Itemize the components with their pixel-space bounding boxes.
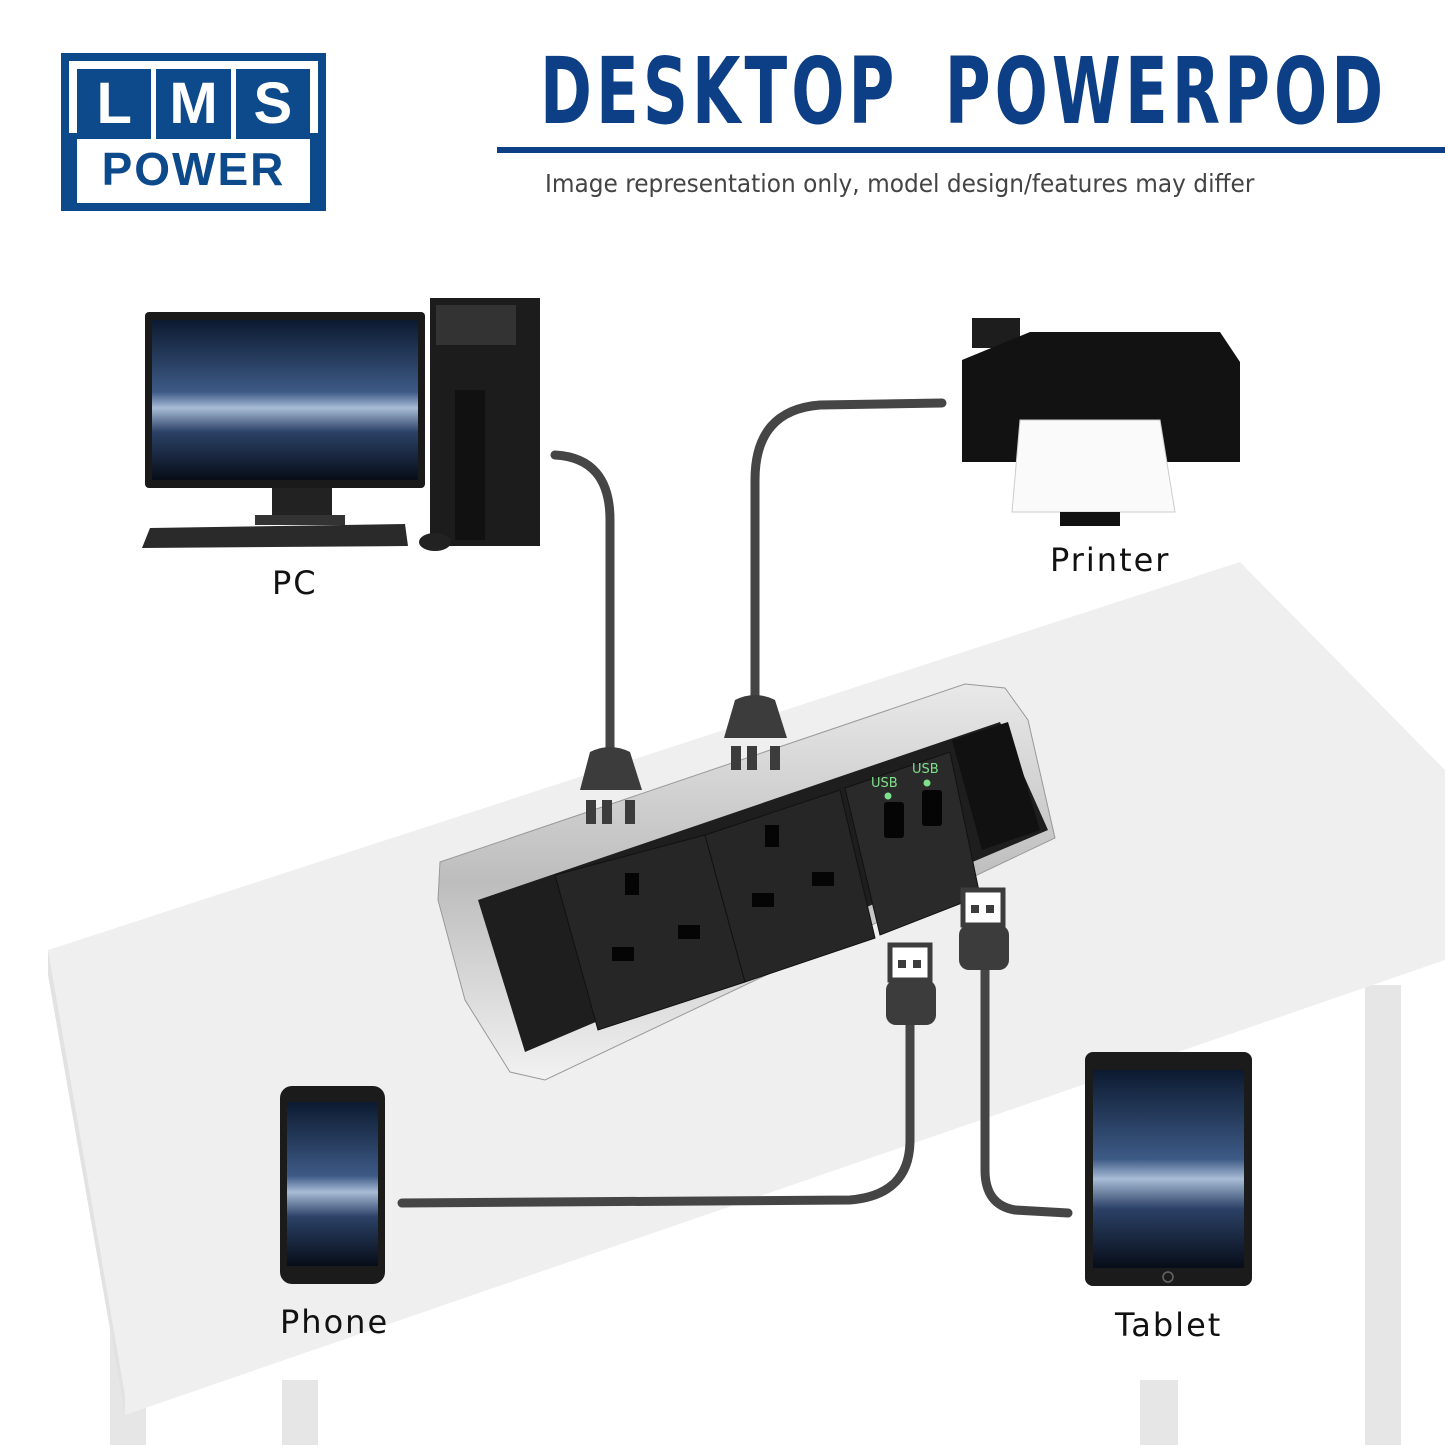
phone-cable [397,1015,915,1208]
usb-port-label: USB [871,776,898,791]
title-divider [497,147,1445,153]
desk [48,562,1445,1445]
usb-plug-icon [886,980,936,1025]
usb-plug-icon [959,925,1009,970]
page-title: DESKTOP POWERPOD [540,38,1388,145]
plugs [580,695,1009,1025]
printer-label: Printer [1050,541,1171,579]
cables [397,398,1073,1218]
logo-letter: L [77,69,152,139]
pc-label: PC [272,564,318,602]
logo-letter: M [156,69,231,139]
uk-plug-icon [724,695,787,738]
pc-cable [550,450,615,765]
printer-illustration [962,318,1240,526]
desktop-powerpod [437,683,1056,1081]
usb-port-label: USB [912,762,939,777]
pc-illustration [142,298,540,551]
phone-label: Phone [280,1303,390,1341]
printer-cable [750,398,947,705]
tablet-label: Tablet [1115,1306,1223,1344]
phone-illustration [280,1086,385,1284]
logo-letter: S [235,69,310,139]
uk-plug-icon [580,747,642,790]
lms-power-logo: L M S POWER [61,53,326,211]
disclaimer-text: Image representation only, model design/… [545,169,1255,198]
logo-subtext: POWER [77,142,310,196]
tablet-cable [980,960,1073,1218]
tablet-illustration [1085,1052,1252,1286]
